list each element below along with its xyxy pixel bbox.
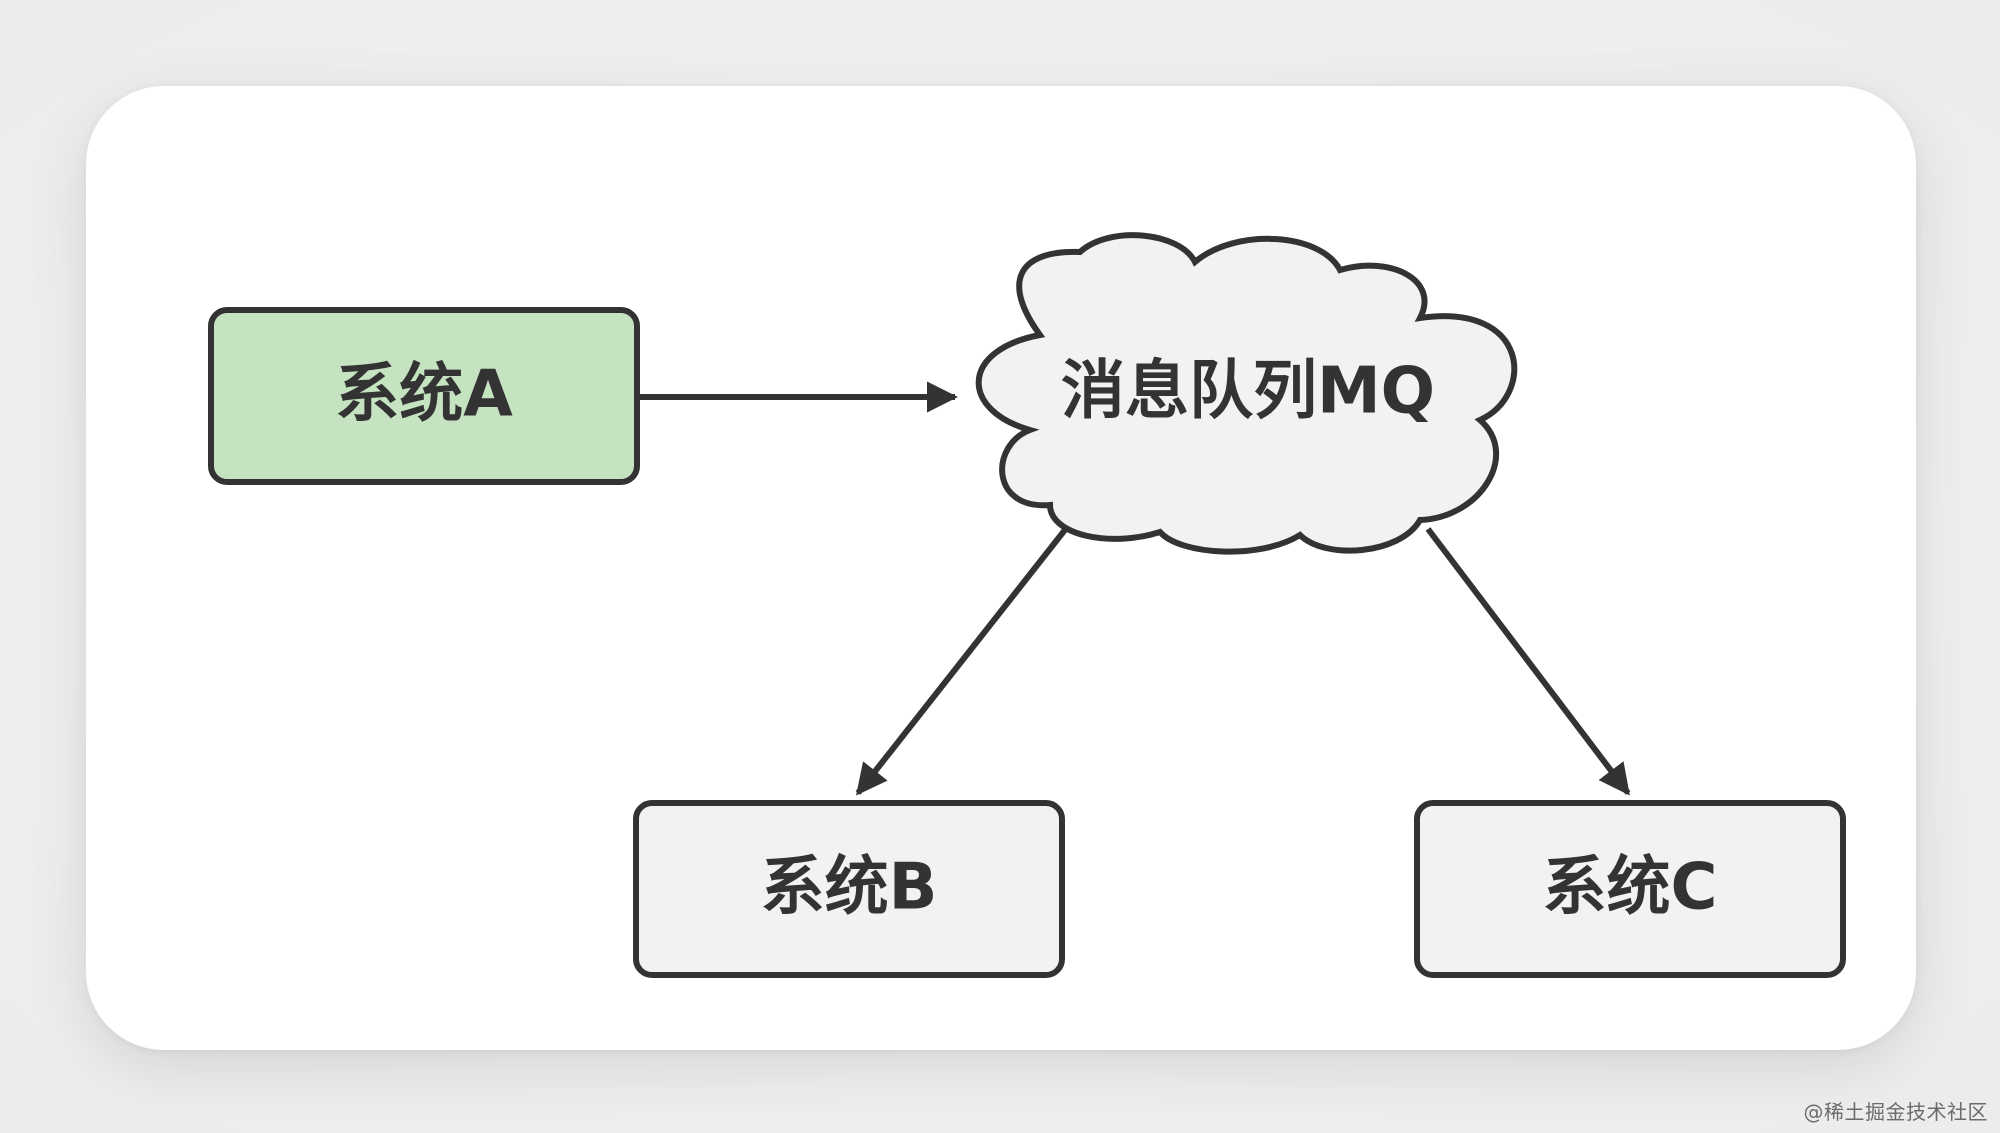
mq-label: 消息队列MQ (1061, 355, 1435, 429)
edge-mq-to-system-b (855, 524, 1071, 796)
system-a-box (208, 307, 640, 485)
system-a-label: 系统A (335, 358, 513, 432)
system-c-box (1414, 800, 1846, 978)
edge-mq-to-system-c (1425, 527, 1631, 796)
node-system-a: 系统A (208, 307, 640, 485)
node-system-c: 系统C (1414, 800, 1846, 978)
mq-cloud-shape (975, 232, 1518, 555)
watermark: @稀土掘金技术社区 (1803, 1100, 1988, 1124)
system-b-box (633, 800, 1065, 978)
node-mq: 消息队列MQ (975, 232, 1518, 555)
system-c-label: 系统C (1543, 851, 1718, 925)
system-b-label: 系统B (761, 851, 938, 925)
node-system-b: 系统B (633, 800, 1065, 978)
